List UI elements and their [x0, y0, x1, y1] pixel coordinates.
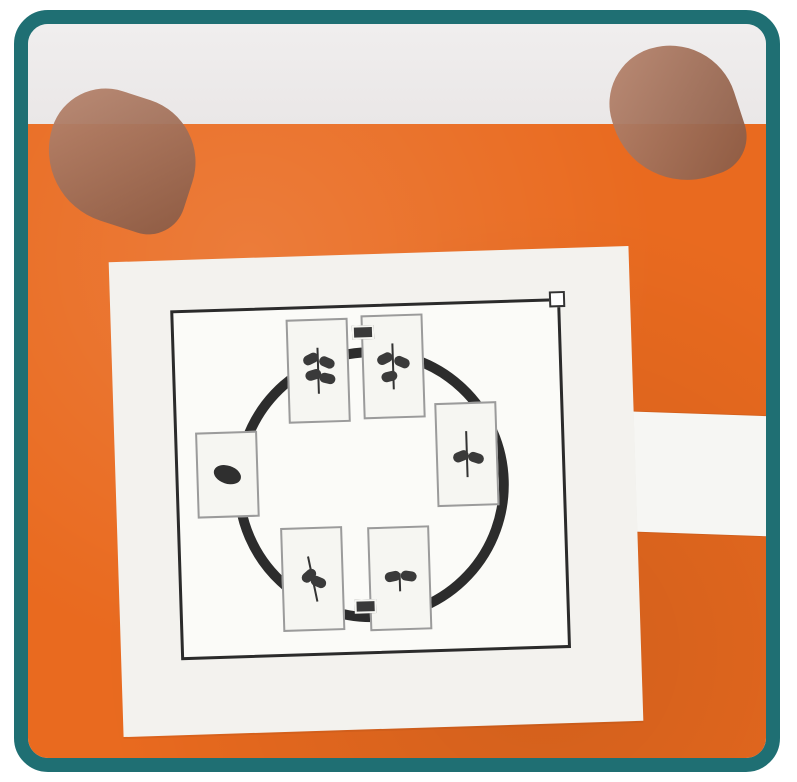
plant-icon: [449, 423, 485, 486]
plant-icon: [375, 335, 411, 398]
photo-frame: [14, 10, 780, 772]
stage-card-bottom-right: [367, 525, 432, 631]
connector-tab-bottom: [354, 599, 376, 614]
leaf: [467, 451, 485, 465]
worksheet: [109, 246, 644, 737]
sheet-caption: [123, 709, 643, 725]
seed-icon: [211, 462, 243, 488]
plant-icon: [300, 339, 336, 402]
plant-icon: [290, 545, 336, 613]
worksheet-diagram-area: [170, 298, 571, 660]
leaf: [309, 574, 328, 589]
plant-icon: [382, 547, 418, 610]
stage-card-top-left: [286, 318, 351, 424]
leaf: [318, 372, 336, 385]
leaf: [393, 354, 412, 369]
stage-card-left: [195, 431, 260, 519]
photo: [28, 24, 766, 758]
plant-stem: [391, 343, 394, 389]
leaf: [318, 355, 337, 370]
leaf: [380, 370, 398, 384]
stage-card-bottom-left: [280, 526, 345, 632]
connector-tab-top: [352, 325, 374, 340]
corner-mark: [549, 291, 565, 307]
leaf: [400, 570, 417, 582]
stage-card-right: [434, 401, 499, 507]
